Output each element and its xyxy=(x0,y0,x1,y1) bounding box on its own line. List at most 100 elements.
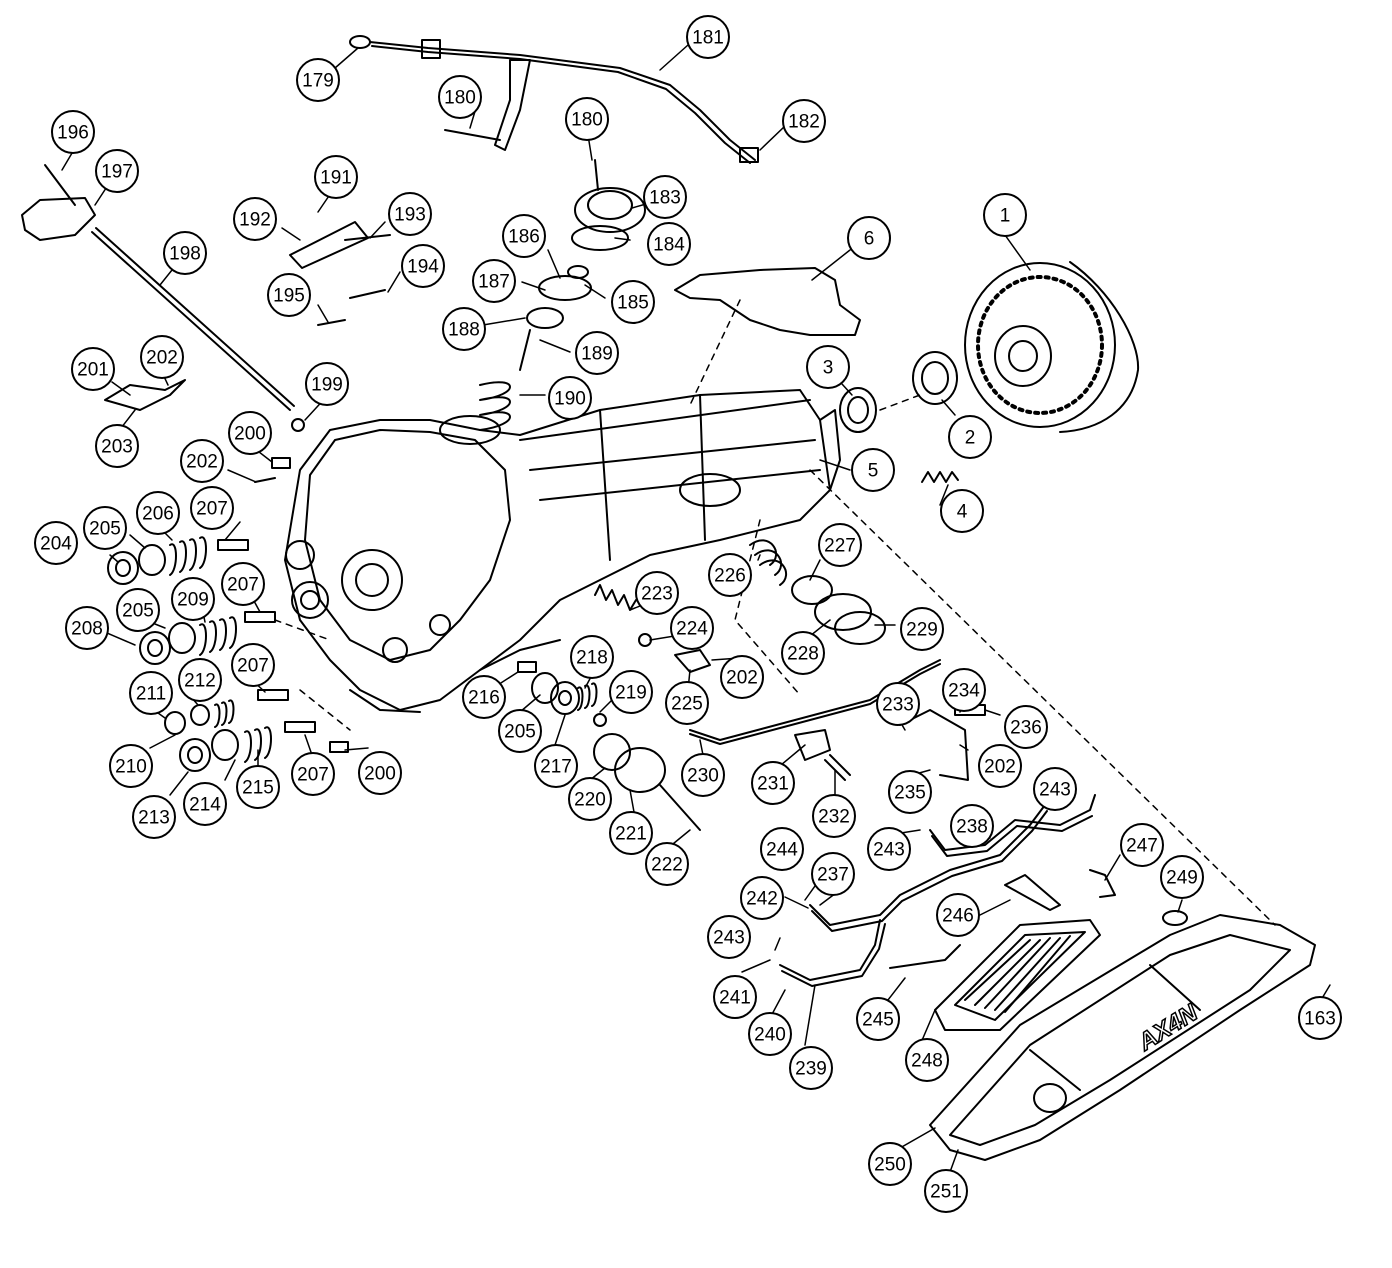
callout-number: 202 xyxy=(186,452,218,473)
callout-number: 240 xyxy=(754,1025,786,1046)
callout-number: 205 xyxy=(89,519,121,540)
callout-227: 227 xyxy=(818,523,862,567)
callout-number: 179 xyxy=(302,71,334,92)
callout-number: 232 xyxy=(818,807,850,828)
callout-247: 247 xyxy=(1120,823,1164,867)
callout-number: 248 xyxy=(911,1051,943,1072)
callout-circle xyxy=(233,197,277,241)
callout-222: 222 xyxy=(645,842,689,886)
servo-right xyxy=(749,539,886,645)
callout-212: 212 xyxy=(178,658,222,702)
oil-pan xyxy=(929,914,1316,1161)
callout-number: 195 xyxy=(273,286,305,307)
callout-4: 4 xyxy=(940,489,984,533)
callout-205: 205 xyxy=(498,709,542,753)
callout-216: 216 xyxy=(462,675,506,719)
callout-243: 243 xyxy=(707,915,751,959)
callout-circle xyxy=(811,852,855,896)
callout-197: 197 xyxy=(95,149,139,193)
callout-circle xyxy=(867,827,911,871)
callout-circle xyxy=(95,424,139,468)
callout-189: 189 xyxy=(575,331,619,375)
callout-number: 220 xyxy=(574,790,606,811)
callout-207: 207 xyxy=(291,752,335,796)
callout-number: 209 xyxy=(177,590,209,611)
callout-232: 232 xyxy=(812,794,856,838)
callout-number: 205 xyxy=(122,601,154,622)
dipstick-assembly xyxy=(349,35,759,164)
callout-circle xyxy=(748,1012,792,1056)
callout-238: 238 xyxy=(950,804,994,848)
callout-circle xyxy=(570,635,614,679)
callout-number: 3 xyxy=(823,358,834,379)
callout-circle xyxy=(751,761,795,805)
callout-185: 185 xyxy=(611,280,655,324)
callout-number: 185 xyxy=(617,293,649,314)
callout-number: 182 xyxy=(788,112,820,133)
callout-224: 224 xyxy=(670,606,714,650)
callout-number: 218 xyxy=(576,648,608,669)
callout-circle xyxy=(116,588,160,632)
callout-number: 216 xyxy=(468,688,500,709)
callout-number: 227 xyxy=(824,536,856,557)
callout-number: 207 xyxy=(196,499,228,520)
callout-circle xyxy=(291,752,335,796)
callout-number: 229 xyxy=(906,620,938,641)
callout-196: 196 xyxy=(51,110,95,154)
callout-181: 181 xyxy=(686,15,730,59)
callout-circle xyxy=(1033,767,1077,811)
callout-circle xyxy=(611,280,655,324)
rod-230 xyxy=(689,659,941,741)
callout-circle xyxy=(707,915,751,959)
bracket-231 xyxy=(794,729,831,761)
callout-1: 1 xyxy=(983,193,1027,237)
filter-248 xyxy=(934,919,1101,1031)
callout-number: 244 xyxy=(766,840,798,861)
callout-number: 205 xyxy=(504,722,536,743)
callout-circle xyxy=(686,15,730,59)
callout-circle xyxy=(183,782,227,826)
callout-circle xyxy=(358,751,402,795)
callout-circle xyxy=(936,893,980,937)
callout-circle xyxy=(548,376,592,420)
callout-184: 184 xyxy=(647,222,691,266)
callout-6: 6 xyxy=(847,216,891,260)
callout-number: 215 xyxy=(242,778,274,799)
callout-205: 205 xyxy=(116,588,160,632)
callout-number: 222 xyxy=(651,855,683,876)
callout-circle xyxy=(681,753,725,797)
callout-251: 251 xyxy=(924,1169,968,1213)
callout-number: 207 xyxy=(227,575,259,596)
callout-circle xyxy=(462,675,506,719)
callout-186: 186 xyxy=(502,214,546,258)
callout-199: 199 xyxy=(305,362,349,406)
callout-number: 201 xyxy=(77,360,109,381)
callout-circle xyxy=(129,671,173,715)
callout-circle xyxy=(760,827,804,871)
callout-circle xyxy=(789,1046,833,1090)
callout-circle xyxy=(847,216,891,260)
callout-number: 197 xyxy=(101,162,133,183)
callout-203: 203 xyxy=(95,424,139,468)
callout-number: 246 xyxy=(942,906,974,927)
callout-218: 218 xyxy=(570,635,614,679)
callout-circle xyxy=(720,655,764,699)
callout-180: 180 xyxy=(565,97,609,141)
callout-202: 202 xyxy=(180,439,224,483)
callout-number: 5 xyxy=(868,461,879,482)
callout-circle xyxy=(140,335,184,379)
callout-circle xyxy=(388,192,432,236)
callout-circle xyxy=(132,795,176,839)
shift-lever-197 xyxy=(21,197,96,241)
callout-circle xyxy=(305,362,349,406)
callout-215: 215 xyxy=(236,765,280,809)
callout-3: 3 xyxy=(806,345,850,389)
callout-circle xyxy=(818,523,862,567)
callout-228: 228 xyxy=(781,631,825,675)
callout-192: 192 xyxy=(233,197,277,241)
callout-number: 231 xyxy=(757,774,789,795)
callout-234: 234 xyxy=(942,668,986,712)
callout-207: 207 xyxy=(231,643,275,687)
spring-4 xyxy=(921,471,959,483)
